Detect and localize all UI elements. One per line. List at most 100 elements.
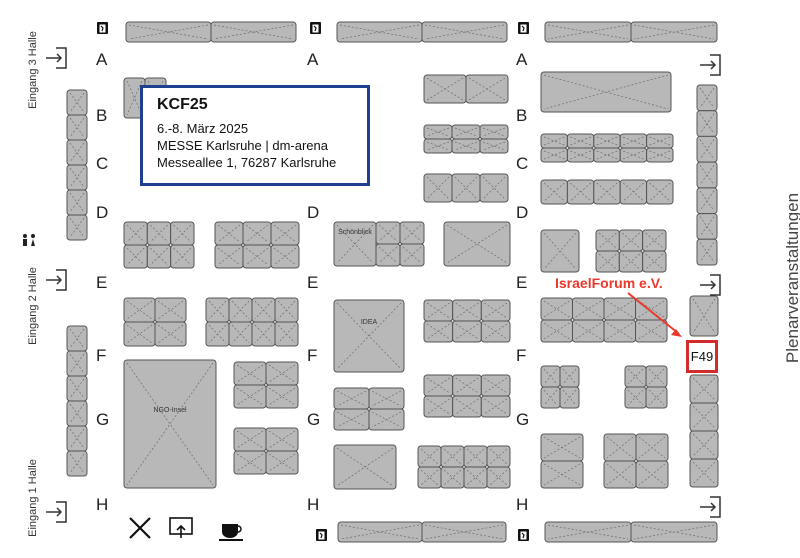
booth[interactable]	[486, 466, 511, 489]
booth-left-wall[interactable]	[66, 139, 88, 166]
booth[interactable]	[265, 450, 299, 475]
booth-left-wall[interactable]	[66, 114, 88, 141]
booth-bottom-row[interactable]	[630, 521, 718, 543]
booth-right-wall[interactable]	[696, 110, 718, 137]
booth[interactable]	[423, 374, 454, 397]
booth[interactable]	[479, 124, 509, 140]
booth-left-wall[interactable]	[66, 350, 88, 377]
booth[interactable]	[619, 147, 648, 163]
booth[interactable]	[624, 386, 647, 409]
booth[interactable]	[646, 179, 674, 205]
booth[interactable]	[123, 297, 156, 323]
booth[interactable]	[154, 297, 187, 323]
booth[interactable]	[214, 221, 244, 246]
booth-left-wall[interactable]	[66, 89, 88, 116]
booth[interactable]	[399, 221, 425, 245]
booth[interactable]	[423, 173, 453, 203]
booth[interactable]	[214, 244, 244, 269]
booth[interactable]	[480, 320, 511, 343]
booth[interactable]	[540, 319, 573, 343]
booth-left-wall[interactable]	[66, 425, 88, 452]
booth[interactable]	[205, 321, 230, 347]
booth-left-wall[interactable]	[66, 400, 88, 427]
booth[interactable]	[333, 387, 370, 410]
booth[interactable]	[233, 427, 267, 452]
booth-f49[interactable]: F49	[686, 340, 718, 373]
booth-right-wall[interactable]	[696, 187, 718, 215]
booth[interactable]	[375, 221, 401, 245]
booth[interactable]	[603, 433, 637, 462]
booth[interactable]	[480, 395, 511, 418]
booth[interactable]	[368, 387, 405, 410]
booth[interactable]	[423, 299, 454, 322]
booth[interactable]	[333, 444, 397, 490]
booth[interactable]	[417, 466, 442, 489]
booth[interactable]	[540, 386, 561, 409]
booth[interactable]	[603, 319, 636, 343]
booth[interactable]	[540, 297, 573, 321]
booth[interactable]	[154, 321, 187, 347]
booth[interactable]	[451, 138, 481, 154]
booth-right-wall[interactable]	[696, 84, 718, 112]
booth[interactable]	[423, 124, 453, 140]
booth[interactable]	[146, 221, 172, 246]
booth[interactable]	[540, 71, 672, 113]
booth[interactable]	[274, 321, 299, 347]
booth[interactable]	[228, 321, 253, 347]
booth[interactable]	[635, 319, 668, 343]
booth-right-wall[interactable]	[689, 402, 719, 432]
booth[interactable]	[593, 133, 621, 149]
booth[interactable]	[566, 133, 595, 149]
booth[interactable]	[440, 466, 465, 489]
entrance-arrow-icon[interactable]	[700, 274, 721, 296]
booth[interactable]	[242, 221, 272, 246]
booth[interactable]	[451, 173, 481, 203]
booth[interactable]	[646, 133, 674, 149]
booth-right-wall[interactable]	[696, 135, 718, 163]
booth[interactable]	[417, 445, 442, 468]
booth[interactable]	[375, 243, 401, 267]
booth[interactable]	[646, 147, 674, 163]
booth-left-wall[interactable]	[66, 164, 88, 191]
booth[interactable]	[595, 250, 620, 273]
booth[interactable]	[251, 297, 276, 323]
booth-left-wall[interactable]	[66, 189, 88, 216]
booth[interactable]	[233, 450, 267, 475]
booth[interactable]	[540, 179, 568, 205]
booth[interactable]	[479, 138, 509, 154]
booth[interactable]	[572, 297, 605, 321]
booth[interactable]	[624, 365, 647, 388]
booth[interactable]	[645, 365, 668, 388]
booth-left-wall[interactable]	[66, 450, 88, 477]
booth-left-wall[interactable]	[66, 375, 88, 402]
booth[interactable]	[486, 445, 511, 468]
booth[interactable]	[452, 320, 482, 343]
booth[interactable]	[265, 427, 299, 452]
entrance-arrow-icon[interactable]	[700, 496, 721, 518]
booth[interactable]	[452, 395, 482, 418]
booth[interactable]	[540, 433, 584, 462]
booth-schoenblick[interactable]	[333, 221, 377, 267]
booth[interactable]	[242, 244, 272, 269]
entrance-arrow-icon[interactable]	[46, 47, 67, 69]
booth[interactable]	[265, 384, 299, 409]
booth[interactable]	[399, 243, 425, 267]
booth[interactable]	[463, 466, 488, 489]
booth-right-wall[interactable]	[689, 458, 719, 488]
booth[interactable]	[233, 361, 267, 386]
booth[interactable]	[333, 408, 370, 431]
booth-left-wall[interactable]	[66, 214, 88, 241]
booth-top-row[interactable]	[210, 21, 297, 43]
booth[interactable]	[566, 179, 595, 205]
booth[interactable]	[572, 319, 605, 343]
booth[interactable]	[423, 138, 453, 154]
booth[interactable]	[642, 250, 667, 273]
booth[interactable]	[619, 133, 648, 149]
booth[interactable]	[603, 460, 637, 489]
entrance-arrow-icon[interactable]	[46, 269, 67, 291]
booth[interactable]	[423, 320, 454, 343]
booth[interactable]	[559, 365, 580, 388]
booth-bottom-row[interactable]	[421, 521, 507, 543]
booth-idea[interactable]	[333, 299, 405, 373]
booth-left-wall[interactable]	[66, 325, 88, 352]
